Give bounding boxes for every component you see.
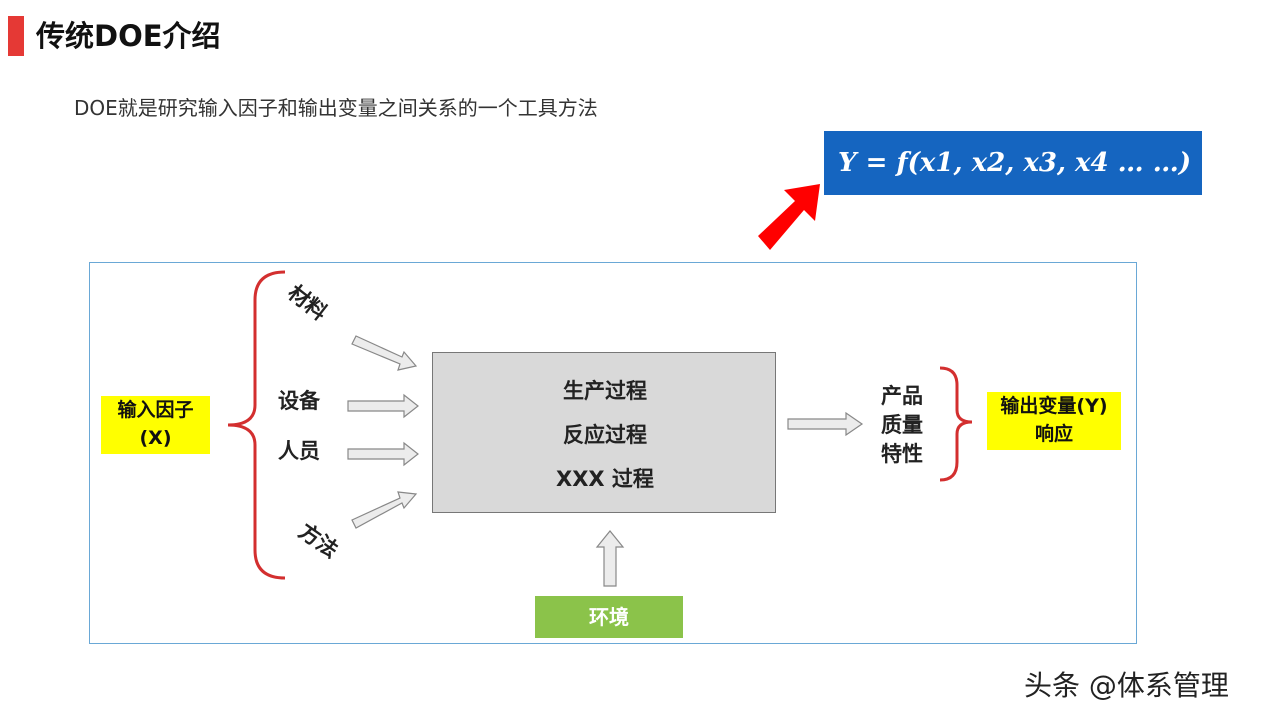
arrow-personnel-icon	[347, 441, 419, 467]
output-char-1: 产品	[881, 384, 923, 408]
output-char-2: 质量	[881, 413, 923, 437]
input-brace-icon	[227, 270, 286, 580]
title-accent-bar	[8, 16, 24, 56]
process-line-2: 反应过程	[563, 423, 647, 447]
arrow-material-icon	[351, 335, 418, 371]
process-line-1: 生产过程	[563, 379, 647, 403]
process-line-3: XXX 过程	[556, 467, 654, 491]
page-subtitle: DOE就是研究输入因子和输出变量之间关系的一个工具方法	[74, 96, 598, 120]
output-char-3: 特性	[881, 442, 923, 466]
arrow-equipment-icon	[347, 393, 419, 419]
environment-box: 环境	[535, 596, 683, 638]
output-variable-label: 输出变量(Y) 响应	[987, 392, 1121, 450]
arrow-environment-icon	[595, 530, 625, 587]
factor-equipment: 设备	[278, 389, 320, 413]
output-brace-icon	[939, 366, 973, 482]
input-factors-label: 输入因子 (X)	[101, 396, 210, 454]
watermark: 头条 @体系管理	[1024, 669, 1229, 702]
arrow-method-icon	[351, 491, 418, 529]
formula-box: Y = f(x1, x2, x3, x4 … …)	[824, 131, 1202, 195]
diagram-frame	[89, 262, 1137, 644]
factor-personnel: 人员	[278, 439, 320, 463]
input-label-line1: 输入因子	[117, 399, 194, 421]
output-label-line1: 输出变量(Y)	[1000, 395, 1108, 417]
process-box: 生产过程 反应过程 XXX 过程	[432, 352, 776, 513]
page-title: 传统DOE介绍	[36, 19, 221, 53]
input-label-line2: (X)	[139, 427, 172, 449]
output-label-line2: 响应	[1034, 423, 1073, 445]
formula-arrow-icon	[758, 184, 820, 250]
arrow-output-icon	[787, 411, 864, 437]
